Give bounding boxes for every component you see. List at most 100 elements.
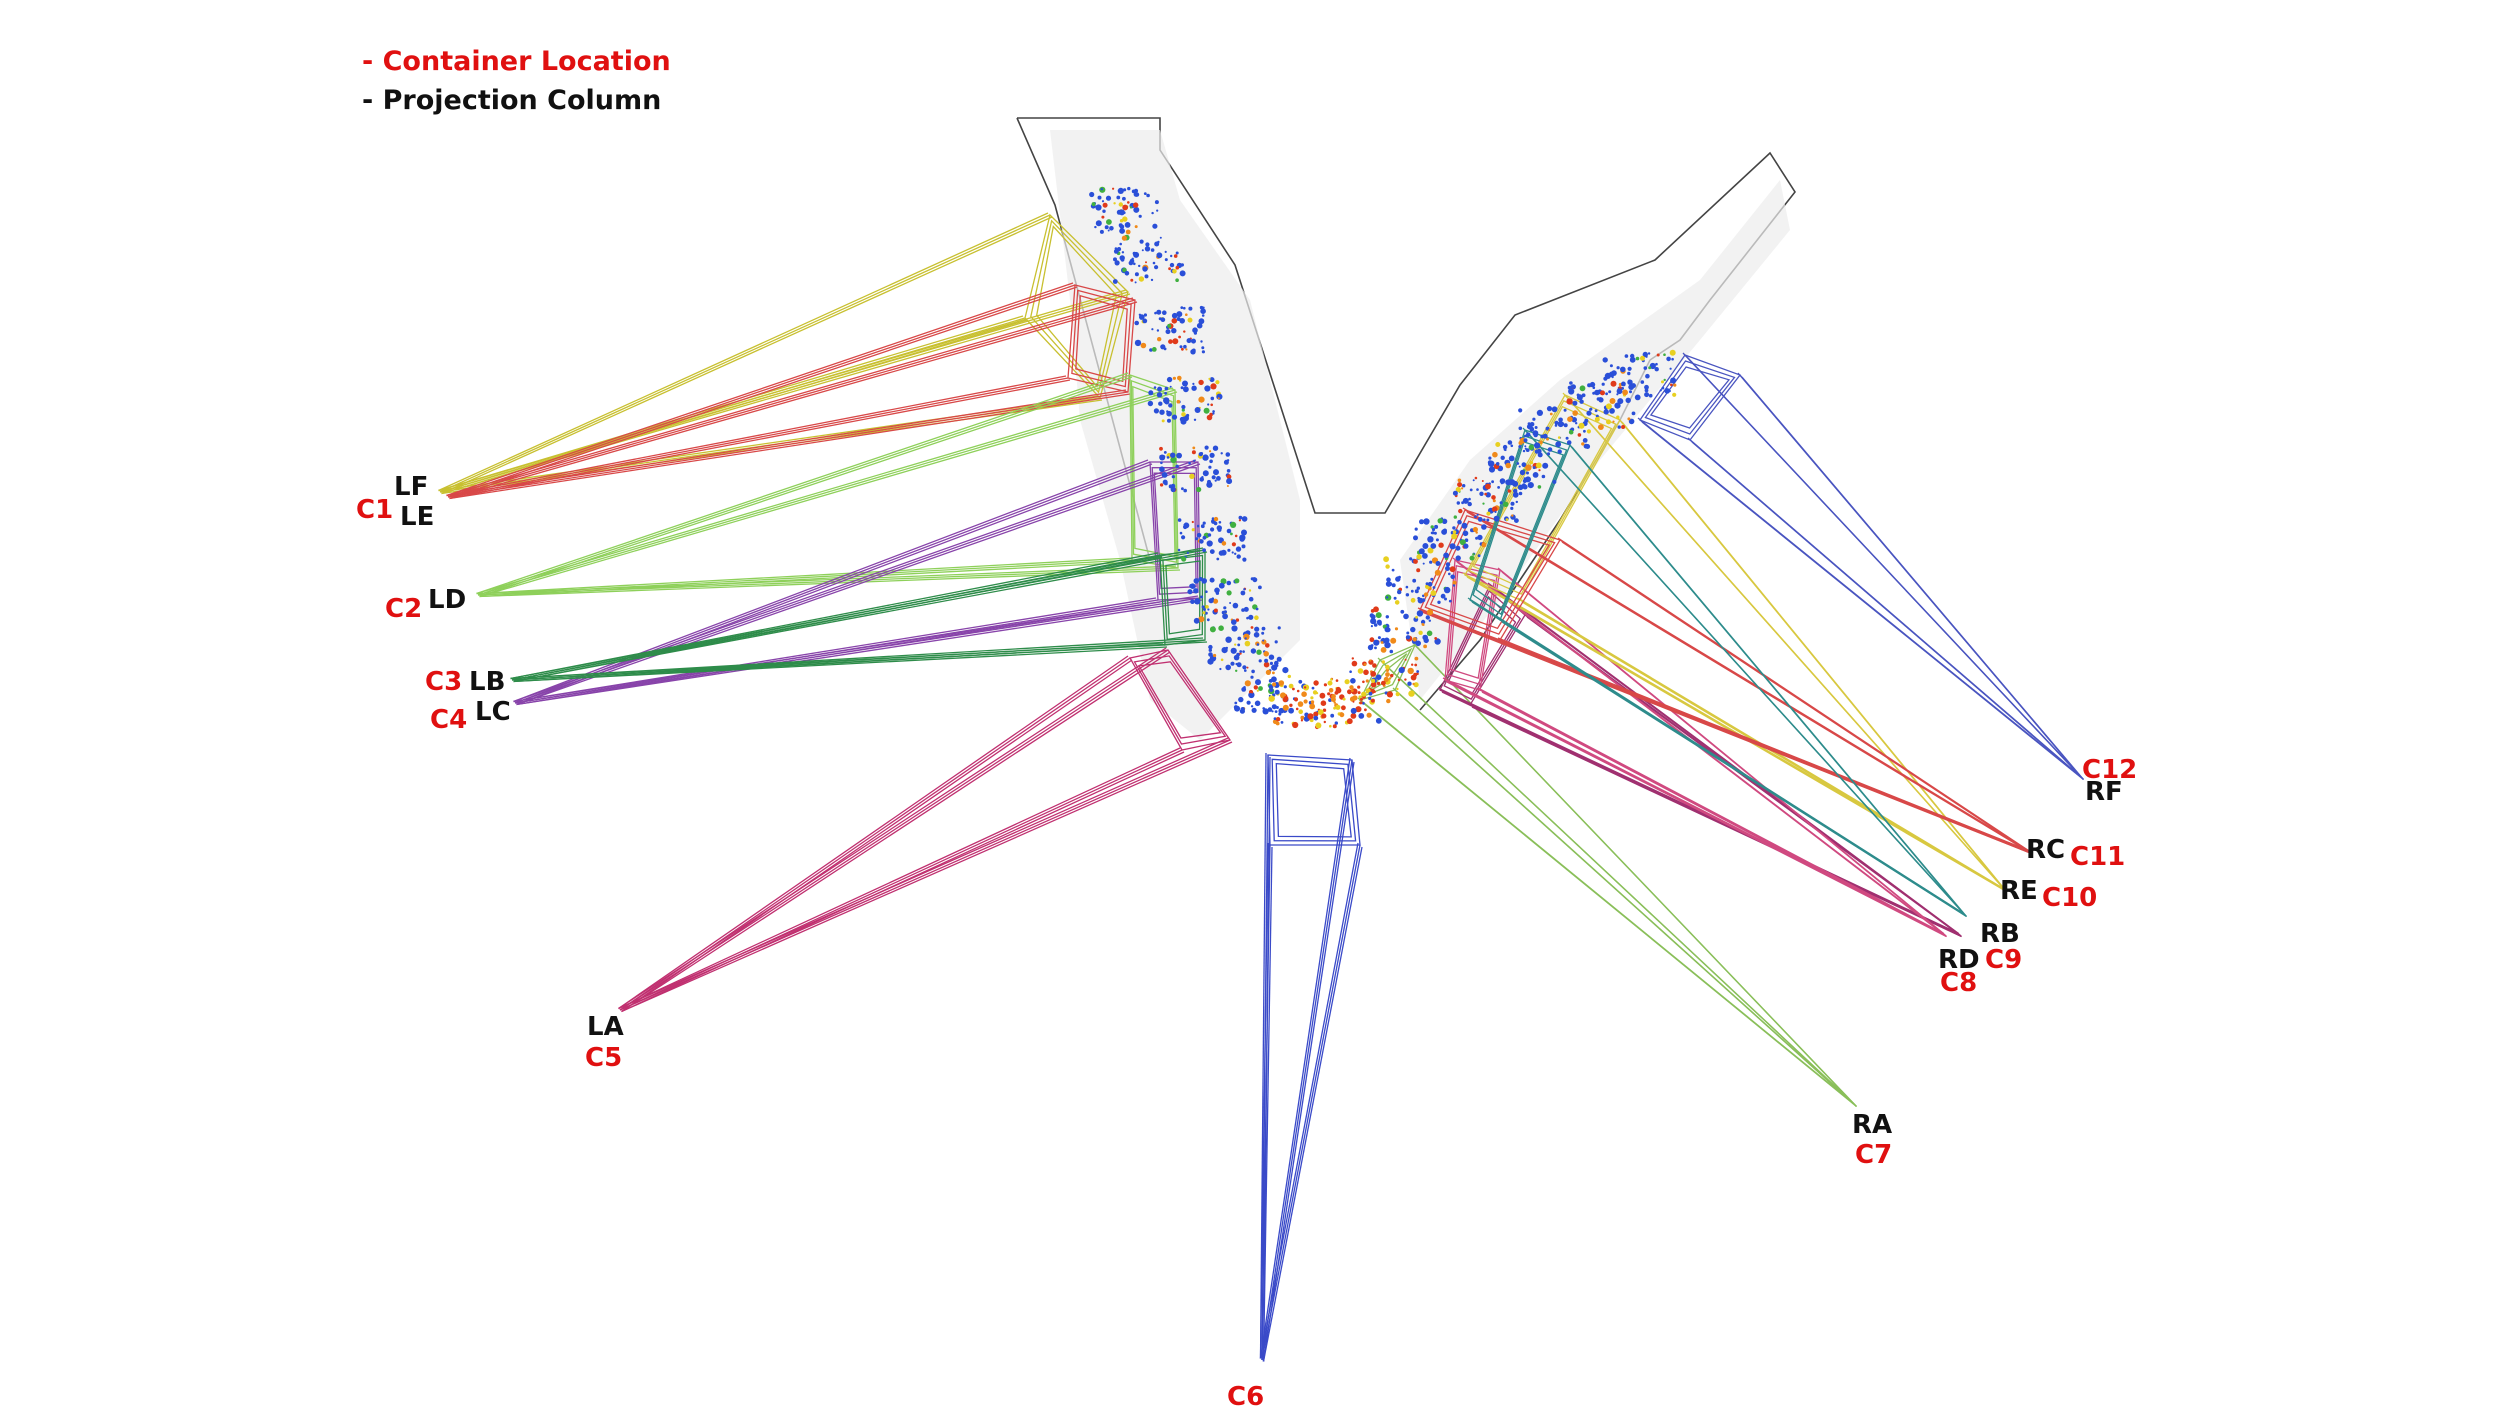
scan-point	[1191, 450, 1196, 455]
scan-point	[1212, 410, 1215, 413]
scan-point	[1659, 389, 1662, 392]
scan-point	[1213, 608, 1218, 613]
scan-point	[1423, 592, 1429, 597]
scan-point	[1210, 527, 1215, 532]
scan-point	[1118, 202, 1124, 207]
scan-point	[1187, 589, 1193, 595]
scan-point	[1434, 638, 1441, 645]
scan-point	[1231, 542, 1236, 547]
scan-point	[1246, 700, 1251, 705]
scan-point	[1173, 254, 1178, 258]
frustum-ray	[447, 299, 1136, 498]
scan-point	[1243, 686, 1246, 689]
frustum-RF	[1637, 352, 2084, 781]
scan-point	[1400, 609, 1405, 614]
scan-point	[1330, 697, 1336, 702]
scan-point	[1579, 399, 1584, 404]
scan-point	[1569, 385, 1574, 389]
scan-point	[1476, 513, 1479, 516]
scan-point	[1414, 527, 1418, 531]
scan-point	[1154, 241, 1160, 247]
scan-point	[1313, 680, 1319, 686]
scan-point	[1365, 688, 1371, 694]
scan-point	[1147, 400, 1154, 407]
scan-point	[1655, 362, 1658, 366]
scan-point	[1445, 566, 1450, 571]
scan-point	[1534, 442, 1541, 448]
scan-point	[1351, 657, 1355, 660]
scan-point	[1390, 637, 1397, 644]
scan-point	[1198, 577, 1203, 581]
scan-point	[1423, 644, 1427, 649]
scan-point	[1663, 378, 1666, 382]
frustum-base	[1469, 429, 1571, 621]
scan-point	[1201, 605, 1205, 609]
scan-point	[1159, 466, 1165, 473]
frustum-ray	[1262, 846, 1273, 1362]
scan-point	[1518, 408, 1523, 413]
scan-point	[1434, 524, 1439, 529]
scan-point	[1370, 681, 1377, 688]
scan-point	[1205, 605, 1209, 609]
scan-point	[1663, 353, 1666, 357]
frustum-ray	[438, 212, 1049, 492]
scan-point	[1313, 715, 1319, 721]
label-LF: LF	[394, 472, 428, 502]
scan-point	[1316, 692, 1319, 695]
scan-point	[1129, 206, 1133, 209]
scan-point	[1171, 312, 1178, 319]
scan-point	[1546, 437, 1549, 441]
scan-point	[1538, 469, 1541, 472]
scan-point	[1477, 517, 1483, 522]
label-LE: LE	[400, 502, 434, 532]
scan-point	[1181, 347, 1184, 351]
scan-cluster	[1518, 406, 1591, 454]
scan-point	[1172, 338, 1179, 345]
scan-point	[1395, 576, 1401, 582]
scan-point	[1341, 705, 1346, 711]
scan-point	[1239, 652, 1242, 655]
scan-point	[1177, 375, 1182, 381]
scan-point	[1244, 640, 1251, 647]
label-LD: LD	[428, 585, 466, 615]
scan-point	[1154, 265, 1159, 270]
scan-point	[1168, 339, 1173, 344]
scan-point	[1566, 440, 1572, 445]
frustum-base	[1639, 354, 1742, 441]
scan-point	[1171, 318, 1178, 324]
scan-point	[1330, 713, 1335, 718]
scan-point	[1437, 600, 1441, 604]
scan-cluster	[1187, 577, 1262, 625]
scan-point	[1384, 637, 1390, 644]
frustum-ray	[1691, 441, 2084, 780]
scan-point	[1206, 618, 1210, 622]
scan-point	[1271, 704, 1277, 710]
scan-point	[1296, 689, 1300, 693]
scan-point	[1609, 364, 1613, 368]
scan-point	[1443, 552, 1449, 559]
scan-point	[1420, 619, 1426, 625]
scan-point	[1335, 679, 1339, 682]
frustum-ray	[449, 393, 1131, 500]
scan-point	[1484, 492, 1487, 496]
scan-point	[1183, 522, 1190, 529]
frustum-RC	[1417, 507, 2032, 855]
scan-point	[1202, 611, 1206, 615]
scan-point	[1491, 480, 1494, 484]
scan-point	[1481, 542, 1487, 548]
scan-point	[1350, 689, 1354, 692]
scan-point	[1207, 483, 1211, 486]
scan-point	[1494, 510, 1497, 513]
scan-point	[1175, 265, 1180, 270]
scan-point	[1134, 320, 1139, 326]
scan-point	[1243, 588, 1246, 591]
scan-point	[1233, 654, 1240, 661]
scan-point	[1133, 191, 1139, 197]
scan-point	[1359, 701, 1363, 705]
scan-point	[1367, 644, 1374, 651]
scan-point	[1233, 705, 1238, 710]
scan-point	[1394, 600, 1400, 605]
scan-point	[1213, 516, 1219, 522]
scan-point	[1451, 533, 1458, 540]
scan-point	[1234, 643, 1237, 646]
